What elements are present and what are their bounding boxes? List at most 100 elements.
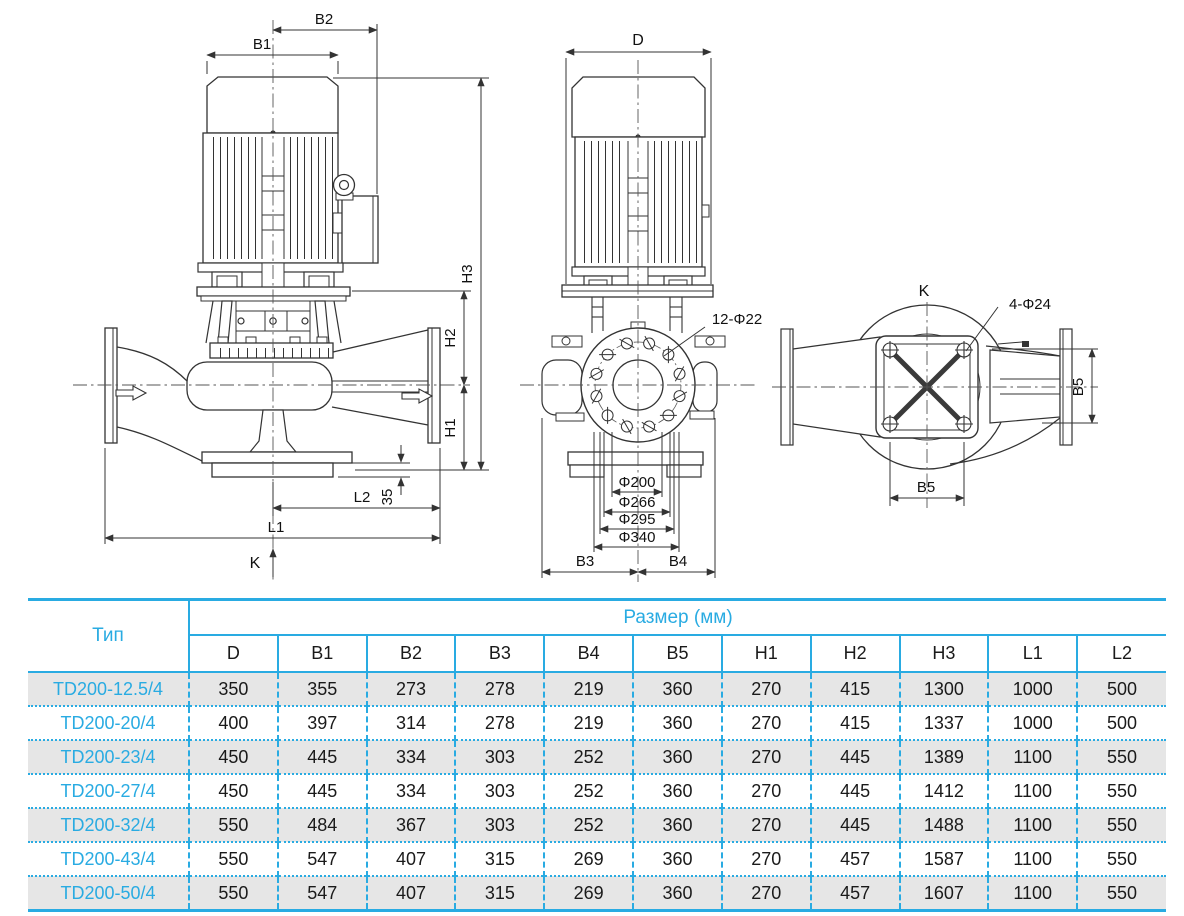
dim-label-b4: B4 xyxy=(669,553,687,570)
dim-label-phi266: Φ266 xyxy=(619,494,656,511)
dimension-value-cell: 457 xyxy=(809,875,900,911)
top-view: K 4-Φ24 B5 B5 xyxy=(772,283,1098,508)
dimension-value-cell: 550 xyxy=(188,807,278,842)
volute-front xyxy=(186,361,333,411)
dimension-value-cell: 415 xyxy=(809,705,900,740)
dimension-value-cell: 500 xyxy=(1076,672,1166,706)
column-header-b1: B1 xyxy=(276,635,367,672)
dimension-value-cell: 219 xyxy=(543,672,634,706)
dimension-value-cell: 269 xyxy=(543,875,634,911)
side-dimensions xyxy=(541,48,716,578)
dimension-value-cell: 1607 xyxy=(898,875,989,911)
suction-pipe-front xyxy=(104,327,203,462)
dimension-value-cell: 252 xyxy=(543,739,634,774)
pump-type-cell: TD200-12.5/4 xyxy=(52,678,164,699)
dimension-value-cell: 1488 xyxy=(898,807,989,842)
dimension-value-cell: 1300 xyxy=(898,672,989,706)
dimension-value-cell: 270 xyxy=(720,841,811,876)
dimension-value-cell: 270 xyxy=(720,705,811,740)
column-header-h1: H1 xyxy=(720,635,811,672)
column-header-l1: L1 xyxy=(987,635,1078,672)
dim-label-d: D xyxy=(632,32,644,49)
pipe-clip xyxy=(1022,341,1029,347)
dimension-value-cell: 547 xyxy=(276,875,367,911)
flow-arrow-out-icon xyxy=(401,388,434,404)
pump-base-side xyxy=(567,451,704,466)
dimension-value-cell: 445 xyxy=(809,739,900,774)
dim-label-phi200: Φ200 xyxy=(619,474,656,491)
dim-label-l2: L2 xyxy=(354,489,371,506)
dimension-value-cell: 350 xyxy=(188,672,278,706)
dimension-value-cell: 360 xyxy=(632,705,722,740)
dimension-value-cell: 303 xyxy=(454,807,545,842)
dimension-value-cell: 1100 xyxy=(987,807,1078,842)
dimension-value-cell: 360 xyxy=(632,807,722,842)
type-header: Тип xyxy=(28,599,190,672)
dimension-value-cell: 1412 xyxy=(898,773,989,808)
dim-label-l1: L1 xyxy=(268,519,285,536)
top-dimensions xyxy=(889,306,1098,506)
dimension-value-cell: 278 xyxy=(454,672,545,706)
dim-label-b2: B2 xyxy=(315,11,333,28)
front-view: B2 B1 H3 H2 H1 35 L2 L1 K xyxy=(73,11,489,580)
dim-label-b1: B1 xyxy=(253,36,271,53)
dimension-value-cell: 252 xyxy=(543,773,634,808)
pump-drawing: B2 B1 H3 H2 H1 35 L2 L1 K xyxy=(73,11,1098,582)
dimension-value-cell: 1100 xyxy=(987,875,1078,911)
dimension-value-cell: 550 xyxy=(188,841,278,876)
column-header-b4: B4 xyxy=(543,635,634,672)
dimension-value-cell: 252 xyxy=(543,807,634,842)
dimension-value-cell: 397 xyxy=(276,705,367,740)
dimension-value-cell: 270 xyxy=(720,773,811,808)
dimension-value-cell: 1100 xyxy=(987,841,1078,876)
side-view: D 12-Φ22 Φ200 Φ266 Φ295 Φ340 B3 B4 xyxy=(520,32,762,582)
support-columns-side xyxy=(591,297,683,333)
flow-arrow-in-icon xyxy=(115,385,148,401)
dimension-value-cell: 450 xyxy=(188,739,278,774)
dimension-value-cell: 303 xyxy=(454,773,545,808)
dimension-value-cell: 484 xyxy=(276,807,367,842)
dimension-value-cell: 360 xyxy=(632,875,722,911)
conduit-front xyxy=(332,212,343,234)
front-dimensions xyxy=(104,24,489,577)
dimension-value-cell: 1389 xyxy=(898,739,989,774)
dimension-value-cell: 270 xyxy=(720,807,811,842)
dim-label-b5-width: B5 xyxy=(917,479,935,496)
dimension-value-cell: 1100 xyxy=(987,773,1078,808)
dimension-value-cell: 303 xyxy=(454,739,545,774)
base-front xyxy=(201,451,353,478)
pump-type-cell: TD200-32/4 xyxy=(28,807,189,842)
dimension-value-cell: 270 xyxy=(720,672,811,706)
dimension-value-cell: 415 xyxy=(809,672,900,706)
dimension-value-cell: 550 xyxy=(1076,875,1166,911)
dimension-value-cell: 1000 xyxy=(987,705,1078,740)
dimension-value-cell: 550 xyxy=(188,875,278,911)
pump-type-cell: TD200-20/4 xyxy=(28,705,189,740)
column-header-b2: B2 xyxy=(365,635,456,672)
dimension-value-cell: 273 xyxy=(365,672,456,706)
column-header-b5: B5 xyxy=(632,635,722,672)
dim-label-phi295: Φ295 xyxy=(619,511,656,528)
suction-flange-front xyxy=(104,327,118,444)
dimension-value-cell: 367 xyxy=(365,807,456,842)
column-header-d: D xyxy=(226,643,240,663)
dimension-value-cell: 400 xyxy=(188,705,278,740)
dimension-value-cell: 550 xyxy=(1076,773,1166,808)
dimension-value-cell: 315 xyxy=(454,875,545,911)
dimension-value-cell: 550 xyxy=(1076,841,1166,876)
dimension-value-cell: 445 xyxy=(276,773,367,808)
dimension-value-cell: 1587 xyxy=(898,841,989,876)
dimension-value-cell: 445 xyxy=(276,739,367,774)
column-header-h3: H3 xyxy=(898,635,989,672)
dimension-value-cell: 1000 xyxy=(987,672,1078,706)
dimension-value-cell: 269 xyxy=(543,841,634,876)
